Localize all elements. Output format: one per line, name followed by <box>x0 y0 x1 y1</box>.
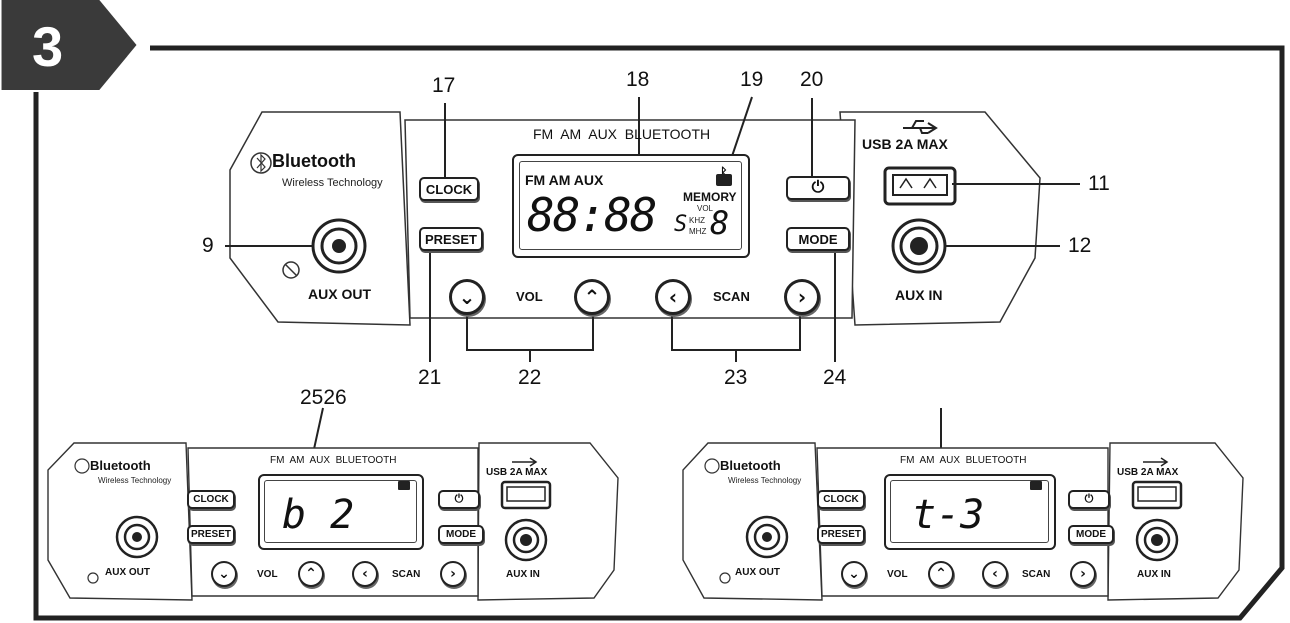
callout-11: 11 <box>1088 172 1110 195</box>
left-battery-icon <box>398 481 410 490</box>
chevron-left-icon: ‹ <box>992 566 998 582</box>
chevron-left-icon: ‹ <box>362 566 368 582</box>
chevron-down-icon: ⌄ <box>218 566 230 582</box>
chevron-right-icon: › <box>1080 566 1086 582</box>
vol-up-button[interactable]: ⌃ <box>574 279 610 315</box>
left-vol-up-button[interactable]: ⌃ <box>298 561 324 587</box>
left-scan-forward-button[interactable]: › <box>440 561 466 587</box>
lcd-digits: 88:88 <box>527 188 657 242</box>
lcd-s-indicator: S <box>674 212 688 237</box>
right-scan-back-button[interactable]: ‹ <box>982 561 1008 587</box>
left-aux-out-label: AUX OUT <box>105 567 150 578</box>
left-power-button[interactable]: ⏻ <box>438 490 480 509</box>
clock-button[interactable]: CLOCK <box>419 177 479 201</box>
scan-back-button[interactable]: ‹ <box>655 279 691 315</box>
main-lcd-display <box>512 154 750 258</box>
callout-2526: 2526 <box>300 386 347 409</box>
source-strip: FM AM AUX BLUETOOTH <box>533 126 711 142</box>
right-aux-out-label: AUX OUT <box>735 567 780 578</box>
scan-label: SCAN <box>713 289 750 304</box>
right-power-button[interactable]: ⏻ <box>1068 490 1110 509</box>
lcd-mhz-indicator: MHZ <box>689 227 707 236</box>
left-scan-back-button[interactable]: ‹ <box>352 561 378 587</box>
lcd-band-indicators: FM AM AUX <box>525 172 604 188</box>
callout-24: 24 <box>823 366 847 389</box>
right-lcd-display <box>884 474 1056 550</box>
lcd-vol-indicator: VOL <box>697 204 714 213</box>
right-aux-in-label: AUX IN <box>1137 569 1171 580</box>
power-button[interactable]: ⏻ <box>786 176 850 200</box>
aux-in-label: AUX IN <box>895 287 943 303</box>
lcd-bluetooth-icon: ᛒ <box>720 165 728 180</box>
right-vol-down-button[interactable]: ⌄ <box>841 561 867 587</box>
left-lcd-display <box>258 474 424 550</box>
chevron-right-icon: › <box>450 566 456 582</box>
power-icon: ⏻ <box>1084 493 1094 505</box>
chevron-down-icon: ⌄ <box>848 566 860 582</box>
chevron-right-icon: › <box>797 285 807 309</box>
step-badge <box>1 0 137 90</box>
lcd-battery-icon <box>716 174 732 186</box>
lcd-small-digit: 8 <box>710 204 730 242</box>
left-lcd-value: b 2 <box>282 492 355 538</box>
chevron-left-icon: ‹ <box>668 285 678 309</box>
right-scan-forward-button[interactable]: › <box>1070 561 1096 587</box>
callout-17: 17 <box>432 74 456 97</box>
preset-button[interactable]: PRESET <box>419 227 483 251</box>
lcd-memory-indicator: MEMORY <box>683 190 737 204</box>
callout-20: 20 <box>800 68 824 91</box>
right-preset-button[interactable]: PRESET <box>817 525 865 544</box>
right-clock-button[interactable]: CLOCK <box>817 490 865 509</box>
left-mode-button[interactable]: MODE <box>438 525 484 544</box>
lcd-khz-indicator: KHZ <box>689 216 705 225</box>
right-bluetooth-subtitle: Wireless Technology <box>728 476 802 485</box>
callout-21: 21 <box>418 366 442 389</box>
callout-9: 9 <box>202 234 214 257</box>
callout-18: 18 <box>626 68 650 91</box>
right-vol-label: VOL <box>887 569 908 580</box>
callout-22: 22 <box>518 366 542 389</box>
right-battery-icon <box>1030 481 1042 490</box>
callout-12: 12 <box>1068 234 1092 257</box>
chevron-up-icon: ⌃ <box>305 566 317 582</box>
right-mode-button[interactable]: MODE <box>1068 525 1114 544</box>
right-lcd-value: t-3 <box>912 492 985 538</box>
left-bluetooth-brand: Bluetooth <box>90 458 151 473</box>
power-icon: ⏻ <box>811 179 825 196</box>
callout-19: 19 <box>740 68 764 91</box>
right-usb-label: USB 2A MAX <box>1117 467 1179 478</box>
left-aux-in-label: AUX IN <box>506 569 540 580</box>
vol-down-button[interactable]: ⌄ <box>449 279 485 315</box>
left-preset-button[interactable]: PRESET <box>187 525 235 544</box>
chevron-down-icon: ⌄ <box>458 285 476 309</box>
aux-out-label: AUX OUT <box>308 286 371 302</box>
vol-label: VOL <box>516 289 543 304</box>
chevron-up-icon: ⌃ <box>583 285 601 309</box>
right-bluetooth-brand: Bluetooth <box>720 458 781 473</box>
left-usb-label: USB 2A MAX <box>486 467 548 478</box>
left-vol-down-button[interactable]: ⌄ <box>211 561 237 587</box>
usb-label: USB 2A MAX <box>862 136 948 152</box>
left-clock-button[interactable]: CLOCK <box>187 490 235 509</box>
right-vol-up-button[interactable]: ⌃ <box>928 561 954 587</box>
scan-forward-button[interactable]: › <box>784 279 820 315</box>
left-vol-label: VOL <box>257 569 278 580</box>
right-scan-label: SCAN <box>1022 569 1051 580</box>
left-source-strip: FM AM AUX BLUETOOTH <box>270 455 397 466</box>
mode-button[interactable]: MODE <box>786 227 850 251</box>
callout-23: 23 <box>724 366 748 389</box>
power-icon: ⏻ <box>454 493 464 505</box>
bluetooth-subtitle: Wireless Technology <box>282 177 383 189</box>
bluetooth-brand: Bluetooth <box>272 151 356 171</box>
left-scan-label: SCAN <box>392 569 421 580</box>
chevron-up-icon: ⌃ <box>935 566 947 582</box>
right-source-strip: FM AM AUX BLUETOOTH <box>900 455 1027 466</box>
step-number: 3 <box>32 15 64 78</box>
left-bluetooth-subtitle: Wireless Technology <box>98 476 172 485</box>
